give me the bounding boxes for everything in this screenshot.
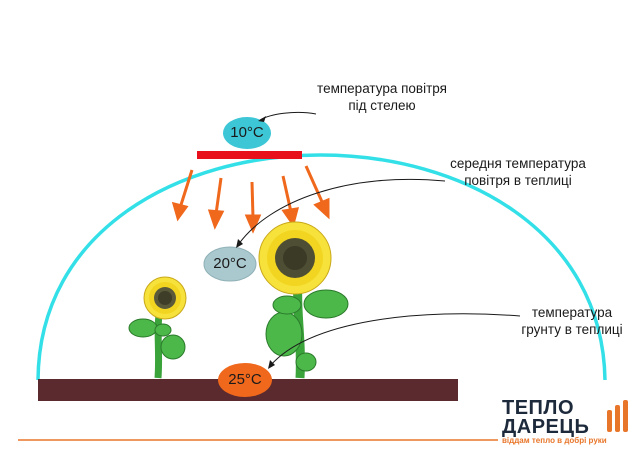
ceiling-temp-badge [223,117,271,149]
heat-arrows [171,165,330,234]
heater-bar [197,151,302,159]
middle-temp-badge [203,246,257,282]
ground-temp-value: 25°C [228,371,262,388]
logo-tagline: віддам тепло в добрі руки [502,436,607,445]
ground-label-line1: температура [531,305,613,320]
ground-temp-badge [218,363,272,397]
middle-label-line2: повітря в теплиці [464,173,572,188]
large-sunflower-icon [258,221,349,379]
small-sunflower-icon [128,276,187,379]
ground-label-line2: грунту в теплиці [521,322,623,337]
ceiling-label: температура повітря під стелею [302,80,462,114]
logo-line1: ТЕПЛО [502,397,575,419]
middle-leader-line [237,178,446,246]
ceiling-label-line1: температура повітря [317,81,447,96]
ground-leader-line [269,313,521,367]
brand-logo: ТЕПЛО ДАРЕЦЬ віддам тепло в добрі руки [502,397,634,445]
ground-label: температура грунту в теплиці [506,304,638,338]
logo-line2: ДАРЕЦЬ [502,416,590,438]
greenhouse-dome [36,153,607,381]
heat-waves-icon [607,400,628,432]
middle-temp-value: 20°C [213,255,247,272]
ceiling-label-line2: під стелею [348,98,416,113]
middle-label-line1: середня температура [450,156,586,171]
ceiling-temp-value: 10°C [230,124,264,141]
middle-label: середня температура повітря в теплиці [438,155,598,189]
